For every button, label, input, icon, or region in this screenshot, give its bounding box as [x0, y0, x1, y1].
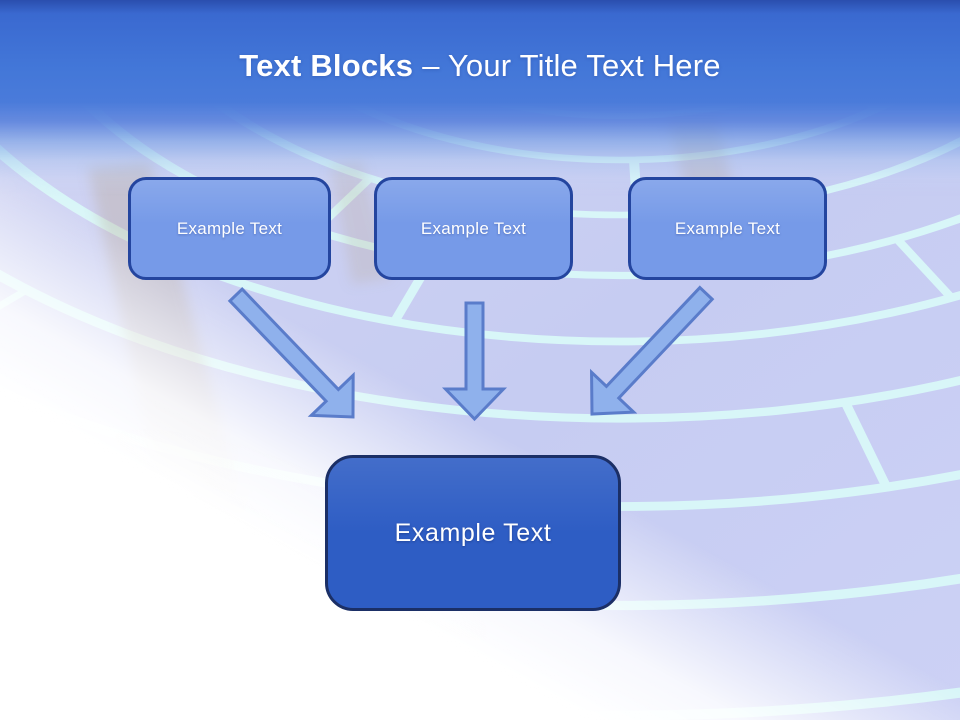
- slide-title: Text Blocks– Your Title Text Here: [0, 47, 960, 85]
- center-block-label: Example Text: [394, 518, 552, 547]
- text-block-1: Example Text: [128, 177, 331, 280]
- title-regular-text: – Your Title Text Here: [422, 48, 721, 83]
- text-block-2-label: Example Text: [420, 218, 527, 238]
- center-block: Example Text: [325, 455, 621, 611]
- text-block-3: Example Text: [628, 177, 827, 280]
- text-block-2: Example Text: [374, 177, 573, 280]
- text-block-1-label: Example Text: [176, 218, 283, 238]
- title-bold-text: Text Blocks: [239, 48, 414, 83]
- text-block-3-label: Example Text: [674, 218, 781, 238]
